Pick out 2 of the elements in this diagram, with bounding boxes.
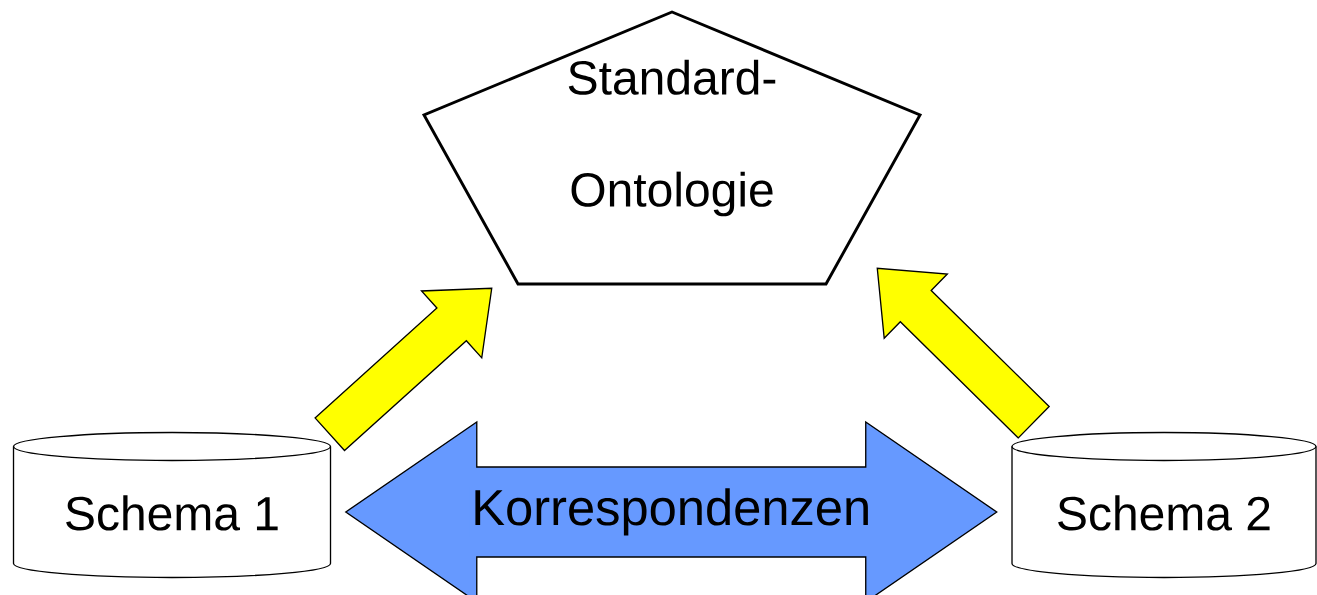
edge-label: Korrespondenzen (469, 487, 873, 537)
block-arrow (314, 287, 493, 452)
